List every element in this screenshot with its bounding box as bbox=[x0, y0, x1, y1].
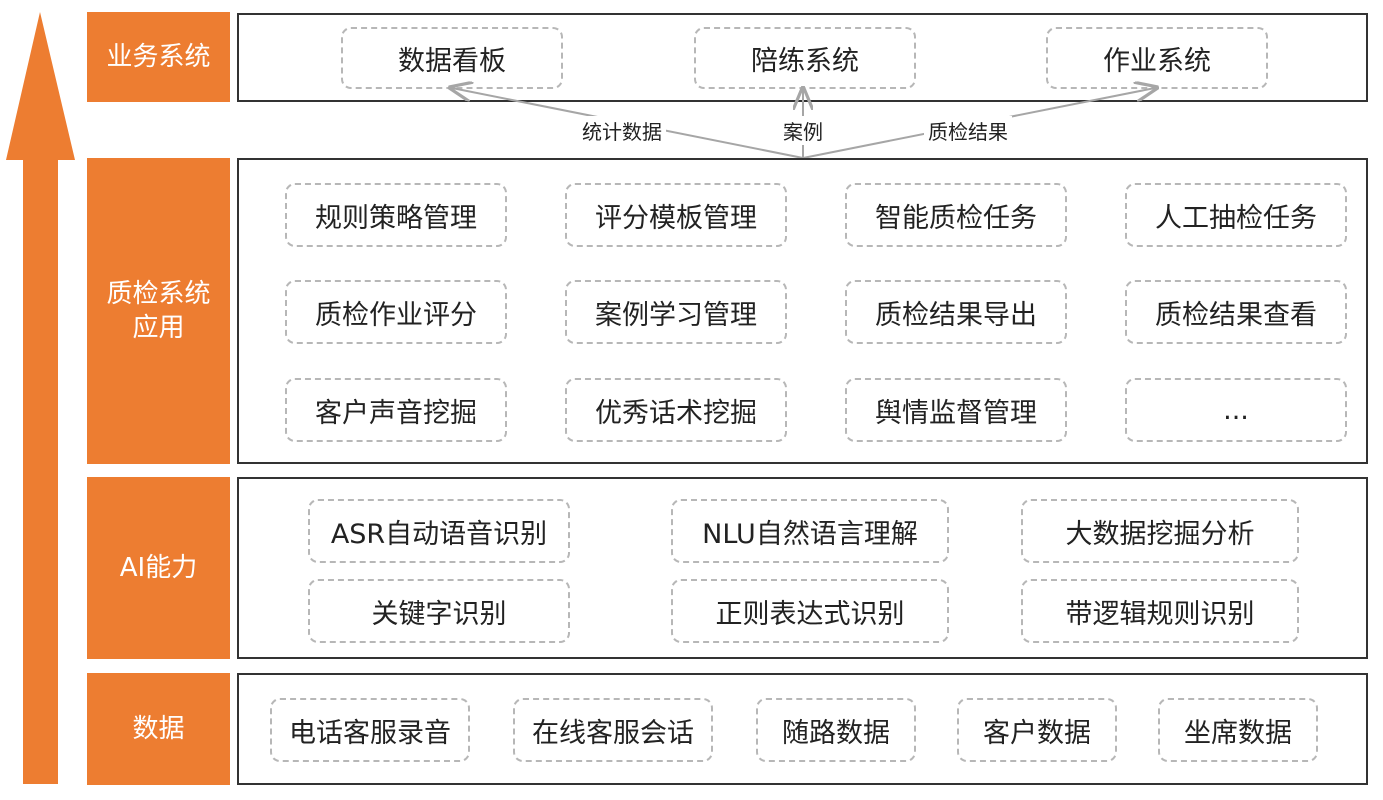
qc-app-item: 质检结果导出 bbox=[845, 280, 1067, 344]
qc-app-item-ellipsis: ... bbox=[1125, 378, 1347, 442]
layer-label-data: 数据 bbox=[87, 673, 230, 785]
ai-capability-item: ASR自动语音识别 bbox=[308, 499, 570, 563]
business-panel: 数据看板 陪练系统 作业系统 bbox=[237, 13, 1368, 102]
flow-label-stats: 统计数据 bbox=[578, 116, 666, 145]
qc-app-item: 优秀话术挖掘 bbox=[565, 378, 787, 442]
data-source-item: 在线客服会话 bbox=[513, 698, 713, 762]
business-item: 作业系统 bbox=[1046, 27, 1268, 89]
data-source-item: 坐席数据 bbox=[1158, 698, 1318, 762]
layer-label-ai: AI能力 bbox=[87, 477, 230, 659]
ai-capability-item: 大数据挖掘分析 bbox=[1021, 499, 1299, 563]
qc-app-item: 评分模板管理 bbox=[565, 183, 787, 247]
ai-capability-item: NLU自然语言理解 bbox=[671, 499, 949, 563]
qc-app-item: 规则策略管理 bbox=[285, 183, 507, 247]
qc-app-item: 客户声音挖掘 bbox=[285, 378, 507, 442]
data-source-item: 随路数据 bbox=[756, 698, 916, 762]
flow-label-cases: 案例 bbox=[779, 116, 827, 145]
qc-app-item: 质检结果查看 bbox=[1125, 280, 1347, 344]
ai-capability-item: 带逻辑规则识别 bbox=[1021, 579, 1299, 643]
business-item: 数据看板 bbox=[341, 27, 563, 89]
ai-capability-item: 正则表达式识别 bbox=[671, 579, 949, 643]
qc-app-item: 质检作业评分 bbox=[285, 280, 507, 344]
qc-app-item: 人工抽检任务 bbox=[1125, 183, 1347, 247]
qc-app-item: 智能质检任务 bbox=[845, 183, 1067, 247]
upward-flow-arrow bbox=[6, 12, 75, 784]
ai-capability-item: 关键字识别 bbox=[308, 579, 570, 643]
ai-panel: ASR自动语音识别 NLU自然语言理解 大数据挖掘分析 关键字识别 正则表达式识… bbox=[237, 477, 1368, 659]
qc-app-item: 舆情监督管理 bbox=[845, 378, 1067, 442]
flow-label-results: 质检结果 bbox=[924, 116, 1012, 145]
layer-label-business: 业务系统 bbox=[87, 12, 230, 102]
data-source-item: 客户数据 bbox=[957, 698, 1117, 762]
business-item: 陪练系统 bbox=[694, 27, 916, 89]
data-panel: 电话客服录音 在线客服会话 随路数据 客户数据 坐席数据 bbox=[237, 673, 1368, 785]
layer-label-qc-apps: 质检系统 应用 bbox=[87, 158, 230, 464]
data-source-item: 电话客服录音 bbox=[270, 698, 470, 762]
qc-apps-panel: 规则策略管理 评分模板管理 智能质检任务 人工抽检任务 质检作业评分 案例学习管… bbox=[237, 158, 1368, 464]
qc-app-item: 案例学习管理 bbox=[565, 280, 787, 344]
